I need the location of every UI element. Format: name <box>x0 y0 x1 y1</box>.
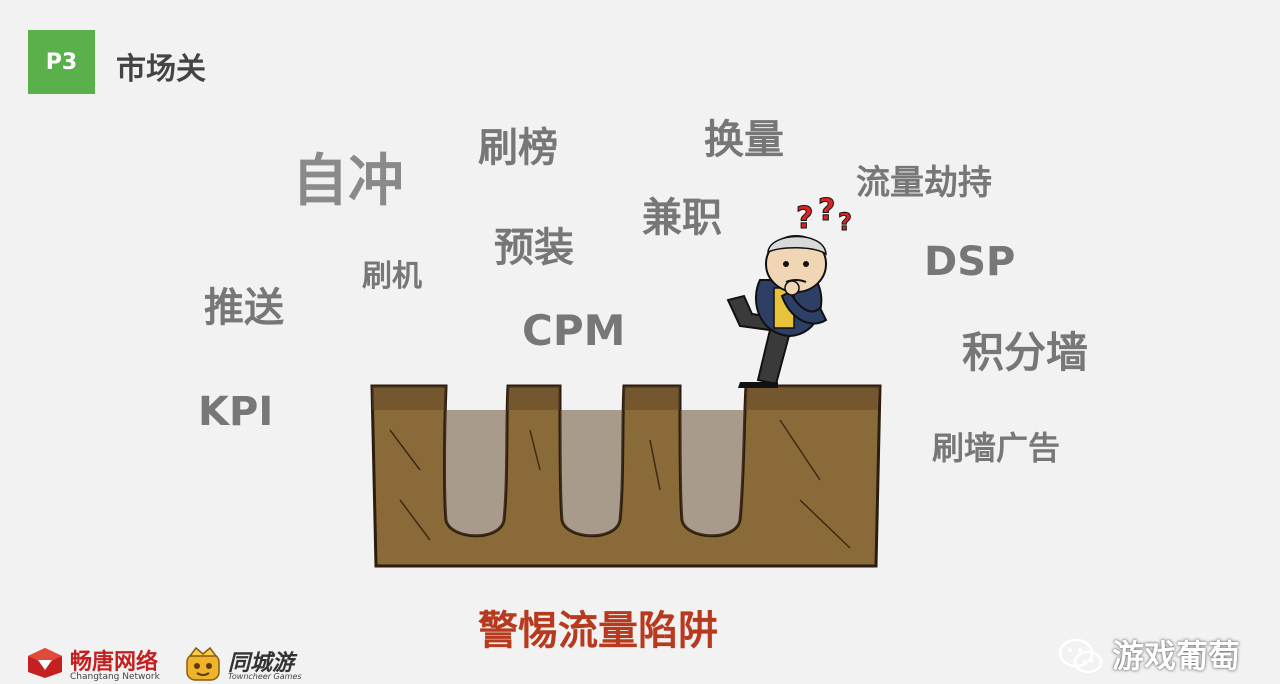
changtang-name: 畅唐网络 <box>70 650 159 675</box>
keyword-cpm: CPM <box>522 306 626 355</box>
dirt-block <box>370 384 882 568</box>
confused-man-figure <box>726 235 828 388</box>
cube-logo-icon <box>28 648 62 678</box>
keyword-liuliangjiechi: 流量劫持 <box>856 163 992 203</box>
question-marks: ? ? ? <box>796 193 853 237</box>
keyword-kpi: KPI <box>198 389 274 435</box>
keyword-jianzhi: 兼职 <box>642 195 722 241</box>
slide-title: 市场关 <box>116 52 206 87</box>
slide-caption: 警惕流量陷阱 <box>478 608 718 654</box>
keyword-shuaqiangguanggao: 刷墙广告 <box>932 429 1061 467</box>
keyword-yuzhuang: 预装 <box>494 225 574 271</box>
keyword-shuaji: 刷机 <box>362 259 422 294</box>
slide-number-badge: P3 <box>28 30 95 94</box>
changtang-subtitle: Changtang Network <box>70 672 160 682</box>
wechat-icon <box>1058 638 1103 674</box>
keyword-zichong: 自冲 <box>292 149 404 214</box>
watermark-text: 游戏葡萄 <box>1112 637 1241 675</box>
towncheer-subtitle: Towncheer Games <box>228 672 302 681</box>
keyword-shuabang: 刷榜 <box>478 125 558 171</box>
crown-face-logo-icon <box>186 646 220 681</box>
watermark: 游戏葡萄 <box>1058 636 1240 676</box>
towncheer-name: 同城游 <box>228 651 295 676</box>
svg-text:?: ? <box>818 193 835 228</box>
keyword-dsp: DSP <box>924 239 1016 285</box>
changtang-logo: 畅唐网络 Changtang Network <box>26 646 160 682</box>
keyword-huanliang: 换量 <box>704 117 784 163</box>
keyword-jifenqiang: 积分墙 <box>962 328 1089 377</box>
keyword-tuisong: 推送 <box>204 285 284 331</box>
towncheer-logo: 同城游 Towncheer Games <box>184 646 302 682</box>
svg-text:?: ? <box>838 208 852 236</box>
svg-text:?: ? <box>796 201 813 236</box>
